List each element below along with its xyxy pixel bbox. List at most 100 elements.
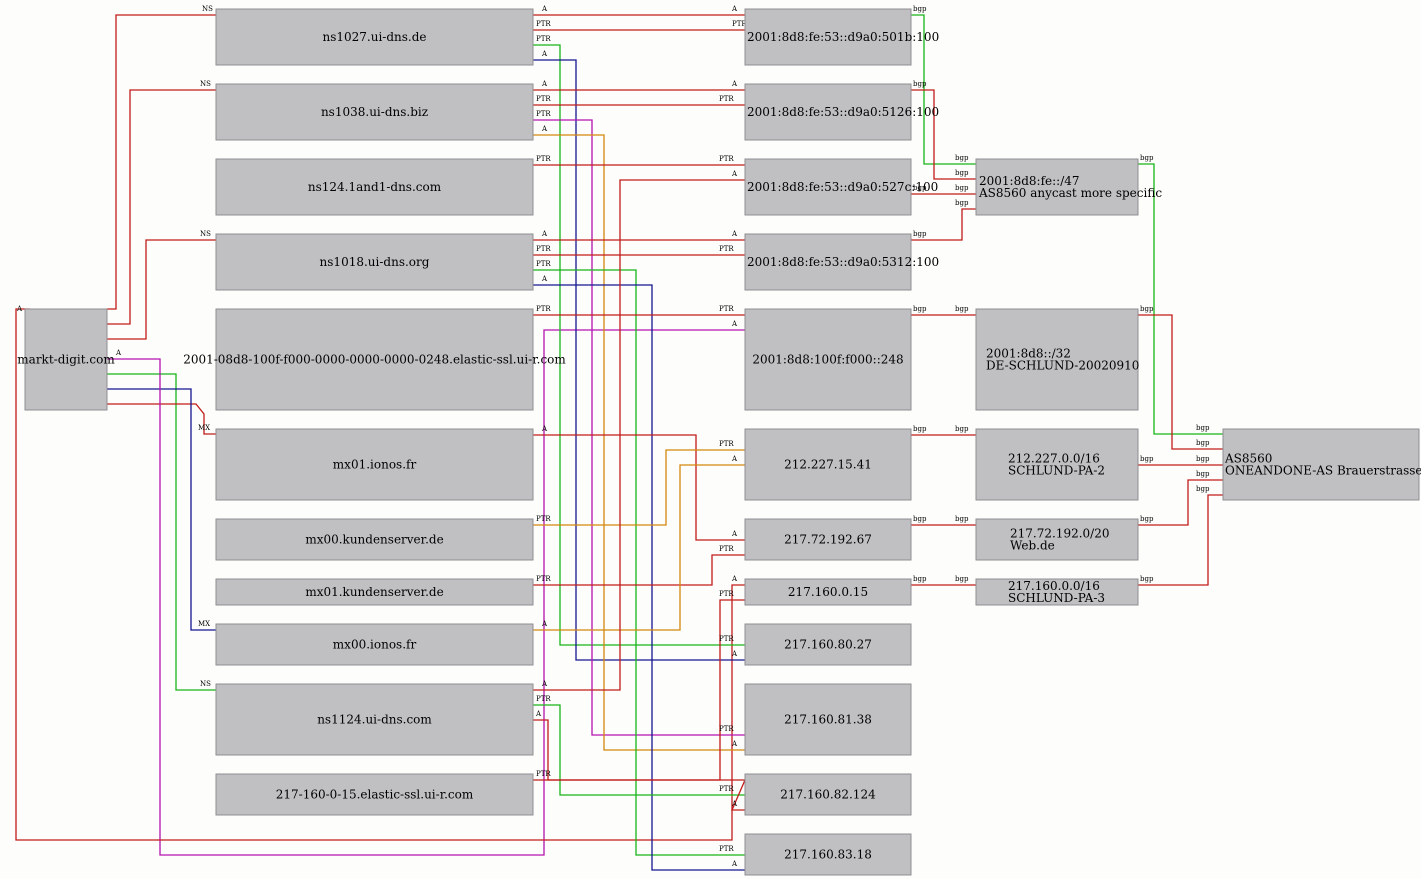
node-ip21222715[interactable]: 212.227.15.41 — [744, 428, 912, 501]
node-ip21716082[interactable]: 217.160.82.124 — [744, 773, 912, 816]
node-box — [215, 773, 534, 816]
node-ns1018[interactable]: ns1018.ui-dns.org — [215, 233, 534, 291]
node-label: 2001:8d8:fe::/47 — [979, 174, 1080, 188]
edge-label: A — [541, 5, 548, 13]
edge-label: PTR — [536, 110, 551, 118]
edge-ns1124-to-ip21716082 — [533, 704, 745, 796]
edge-label-target: PTR — [719, 95, 734, 103]
edge-label-target: bgp — [955, 515, 969, 523]
edge-label-target: PTR — [732, 20, 747, 28]
node-markt[interactable]: markt-digit.com — [17, 308, 115, 411]
node-label: SCHLUND-PA-2 — [1008, 464, 1105, 478]
node-mx00kunden[interactable]: mx00.kundenserver.de — [215, 518, 534, 561]
edge-label-target: PTR — [719, 635, 734, 643]
node-label: markt-digit.com — [17, 353, 115, 367]
node-ip21772192[interactable]: 217.72.192.67 — [744, 518, 912, 561]
edge-label: A — [541, 125, 548, 133]
node-ns1027[interactable]: ns1027.ui-dns.de — [215, 8, 534, 66]
edge-label-target: bgp — [955, 199, 969, 207]
node-label: 217.160.0.15 — [788, 585, 868, 599]
node-mx01kunden[interactable]: mx01.kundenserver.de — [215, 578, 534, 606]
edge-label: bgp — [913, 305, 927, 313]
node-label: ns1038.ui-dns.biz — [321, 105, 428, 119]
node-label: 217.160.83.18 — [784, 848, 872, 862]
node-label: 217.160.81.38 — [784, 713, 872, 727]
edge-label: PTR — [536, 770, 551, 778]
node-ip248[interactable]: 2001:8d8:100f:f000::248 — [744, 308, 912, 411]
node-box — [215, 518, 534, 561]
edge-pfx217_72-to-as8560 — [1138, 479, 1223, 526]
edge-mx01ionos-to-ip21772192 — [533, 434, 745, 541]
node-ip21716081[interactable]: 217.160.81.38 — [744, 683, 912, 756]
node-ip2171600[interactable]: 217.160.0.15 — [744, 578, 912, 606]
node-label: AS8560 — [1224, 452, 1272, 466]
node-label: ONEANDONE-AS Brauerstrasse 48 — [1225, 464, 1421, 478]
node-label: mx01.kundenserver.de — [305, 585, 443, 599]
edge-label: NS — [200, 80, 211, 88]
edge-mx00ionos-to-ip21222715 — [533, 464, 745, 631]
edge-elastic15-to-ip2171600 — [533, 599, 745, 781]
node-ns1124[interactable]: ns1124.ui-dns.com — [215, 683, 534, 756]
edge-label-target: A — [731, 740, 738, 748]
node-elastic15[interactable]: 217-160-0-15.elastic-ssl.ui-r.com — [215, 773, 534, 816]
edge-label: PTR — [536, 695, 551, 703]
node-label: ns124.1and1-dns.com — [308, 180, 442, 194]
edge-label: A — [541, 425, 548, 433]
node-label: 217.160.82.124 — [780, 788, 876, 802]
edge-label: A — [541, 275, 548, 283]
edge-label-target: PTR — [719, 785, 734, 793]
edge-label-target: PTR — [719, 305, 734, 313]
node-ip5312[interactable]: 2001:8d8:fe:53::d9a0:5312:100 — [744, 233, 939, 291]
edge-label-target: A — [731, 455, 738, 463]
edge-label-target: bgp — [955, 425, 969, 433]
edge-label: bgp — [1140, 515, 1154, 523]
edge-label-target: A — [731, 860, 738, 868]
edge-label: MX — [198, 620, 210, 628]
node-ip5126[interactable]: 2001:8d8:fe:53::d9a0:5126:100 — [744, 83, 939, 141]
node-label: 2001:8d8:100f:f000::248 — [752, 353, 903, 367]
node-mx01ionos[interactable]: mx01.ionos.fr — [215, 428, 534, 501]
edge-label-target: PTR — [719, 545, 734, 553]
node-box — [744, 428, 912, 501]
edge-label-target: A — [731, 320, 738, 328]
edge-ns1027-to-ip21716080 — [533, 59, 745, 661]
node-label: 212.227.15.41 — [784, 458, 872, 472]
edge-label: bgp — [913, 230, 927, 238]
node-ip527c[interactable]: 2001:8d8:fe:53::d9a0:527c:100 — [744, 158, 938, 216]
edge-label-target: PTR — [719, 590, 734, 598]
node-box — [975, 308, 1139, 411]
node-label: ns1018.ui-dns.org — [320, 255, 430, 269]
edge-label: PTR — [536, 35, 551, 43]
edge-label: bgp — [913, 575, 927, 583]
edge-label-target: bgp — [955, 154, 969, 162]
node-layer: markt-digit.com ns1027.ui-dns.de ns1038.ui… — [17, 8, 1421, 876]
edge-ns1038-to-ip21716081 — [533, 119, 745, 736]
node-box — [215, 83, 534, 141]
edge-markt-to-ns1038 — [107, 89, 216, 325]
edge-ns1124-to-ip527c — [533, 179, 745, 691]
edge-label: NS — [202, 5, 213, 13]
node-ns1038[interactable]: ns1038.ui-dns.biz — [215, 83, 534, 141]
edge-label-target: A — [731, 800, 738, 808]
edge-label-target: PTR — [719, 440, 734, 448]
edge-label: A — [541, 620, 548, 628]
node-ip501b[interactable]: 2001:8d8:fe:53::d9a0:501b:100 — [744, 8, 939, 66]
edge-ip5126-to-pfx47 — [911, 89, 976, 180]
edge-label: PTR — [536, 260, 551, 268]
node-label: 212.227.0.0/16 — [1008, 452, 1100, 466]
edge-ns1018-to-ip21716083 — [533, 269, 745, 856]
node-ip21716083[interactable]: 217.160.83.18 — [744, 833, 912, 876]
node-mx00ionos[interactable]: mx00.ionos.fr — [215, 623, 534, 666]
node-ip21716080[interactable]: 217.160.80.27 — [744, 623, 912, 666]
edge-label: bgp — [913, 5, 927, 13]
node-elastic248[interactable]: 2001-08d8-100f-f000-0000-0000-0000-0248.… — [183, 308, 566, 411]
node-ns124[interactable]: ns124.1and1-dns.com — [215, 158, 534, 216]
edge-pfx217_160-to-as8560 — [1138, 494, 1223, 586]
node-box — [975, 428, 1139, 501]
